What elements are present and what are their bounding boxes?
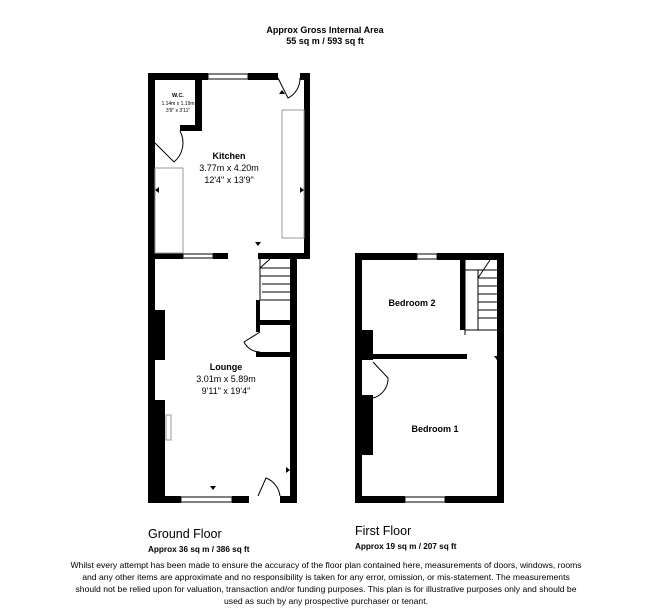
wall xyxy=(213,253,228,259)
wall xyxy=(304,73,310,258)
door-swing xyxy=(154,130,184,163)
wall xyxy=(148,73,155,503)
wall xyxy=(445,496,504,503)
ground-floor-area: Approx 36 sq m / 386 sq ft xyxy=(148,545,250,554)
lounge-name: Lounge xyxy=(210,362,243,372)
door-swing xyxy=(243,331,261,353)
window xyxy=(404,496,446,503)
lounge-metric: 3.01m x 5.89m xyxy=(196,374,256,384)
first-floor-plan xyxy=(355,253,504,503)
wall xyxy=(280,496,297,503)
first-floor-area: Approx 19 sq m / 207 sq ft xyxy=(355,542,457,551)
bedroom1-name: Bedroom 1 xyxy=(411,424,458,434)
radiator xyxy=(165,414,172,441)
wall xyxy=(355,496,405,503)
chimney-breast xyxy=(148,400,165,503)
wall xyxy=(355,253,417,260)
ground-floor-plan xyxy=(148,73,310,503)
ground-floor-title: Ground Floor xyxy=(148,527,222,541)
wall xyxy=(148,73,208,80)
wall xyxy=(497,253,504,503)
kitchen-imperial: 12'4" x 13'9" xyxy=(204,175,253,185)
door-swing xyxy=(257,477,281,497)
chimney-breast xyxy=(148,310,165,360)
wall xyxy=(355,253,362,503)
window xyxy=(207,73,249,80)
wall xyxy=(437,253,504,260)
wc-imperial: 3'9" x 3'11" xyxy=(166,108,190,114)
wall xyxy=(248,73,278,80)
lounge-imperial: 9'11" x 19'4" xyxy=(202,386,251,396)
gia-area: 55 sq m / 593 sq ft xyxy=(286,36,364,46)
bedroom2-name: Bedroom 2 xyxy=(388,298,435,308)
arrow xyxy=(494,356,500,360)
first-floor-title: First Floor xyxy=(355,524,411,538)
wc-name: W.C. xyxy=(172,93,184,99)
wall xyxy=(180,125,202,131)
wall xyxy=(373,354,467,359)
wall xyxy=(195,73,202,131)
wall xyxy=(256,300,260,332)
wall xyxy=(256,352,296,357)
disclaimer: Whilst every attempt has been made to en… xyxy=(70,560,582,606)
wc-metric: 1.14m x 1.19m xyxy=(161,101,194,107)
wall xyxy=(460,258,465,330)
kitchen-worktop xyxy=(281,109,305,239)
wall xyxy=(256,320,296,325)
stairs xyxy=(259,258,290,301)
wall xyxy=(258,253,310,259)
chimney-breast xyxy=(355,330,373,360)
stairs xyxy=(464,259,497,335)
window xyxy=(180,496,233,503)
kitchen-metric: 3.77m x 4.20m xyxy=(199,163,259,173)
kitchen-worktop xyxy=(154,167,184,254)
window xyxy=(416,253,438,260)
measurement-arrows xyxy=(155,90,304,490)
gia-title: Approx Gross Internal Area xyxy=(266,25,384,35)
wall xyxy=(290,253,297,503)
chimney-breast xyxy=(355,395,373,455)
window xyxy=(182,253,214,259)
window xyxy=(166,73,188,79)
kitchen-name: Kitchen xyxy=(212,151,245,161)
door-swing xyxy=(372,361,389,399)
door-swing xyxy=(277,77,301,99)
wall xyxy=(148,253,183,259)
wall xyxy=(232,496,249,503)
